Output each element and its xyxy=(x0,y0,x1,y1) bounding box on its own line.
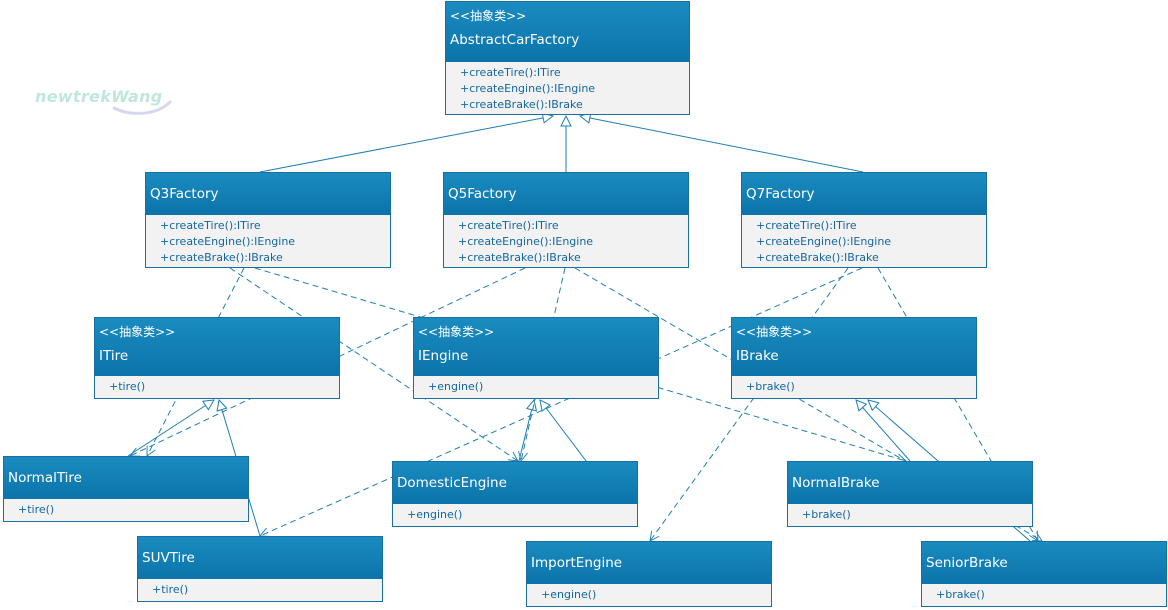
operation: +createBrake():IBrake xyxy=(756,251,879,264)
generalization-arrow-normal_tire-to-itire xyxy=(127,400,214,457)
dependency-arrow-q3_factory-to-normal_brake xyxy=(254,267,906,461)
normal-brake-class[interactable]: NormalBrake +brake() xyxy=(787,461,1033,527)
operations-compartment: +brake() xyxy=(788,504,1032,523)
stereotype-label: <<抽象类>> xyxy=(418,325,495,339)
dependency-arrow-q5_factory-to-normal_tire xyxy=(130,267,526,456)
operation: +tire() xyxy=(109,380,146,393)
operation: +brake() xyxy=(802,508,851,521)
operation: +tire() xyxy=(18,503,55,516)
watermark-swoosh-icon xyxy=(112,100,172,115)
domestic-engine-class[interactable]: DomesticEngine +engine() xyxy=(392,461,638,527)
dependency-arrow-q3_factory-to-domestic_engine xyxy=(229,267,518,461)
class-header: NormalBrake xyxy=(788,462,1032,504)
class-header: NormalTire xyxy=(4,457,248,499)
operation: +createBrake():IBrake xyxy=(160,251,283,264)
class-name: NormalBrake xyxy=(792,475,880,491)
class-header: Q5Factory xyxy=(444,173,688,215)
class-name: SeniorBrake xyxy=(926,555,1008,571)
stereotype-label: <<抽象类>> xyxy=(450,9,527,23)
class-header: SeniorBrake xyxy=(922,542,1166,584)
watermark-logo: newtrekWang xyxy=(35,87,163,106)
class-header: <<抽象类>> AbstractCarFactory xyxy=(446,2,689,62)
import-engine-class[interactable]: ImportEngine +engine() xyxy=(526,541,772,607)
operations-compartment: +brake() xyxy=(732,376,976,395)
class-header: Q7Factory xyxy=(742,173,986,215)
class-name: ITire xyxy=(99,348,129,364)
operation: +createBrake():IBrake xyxy=(460,98,583,111)
q3-factory-class[interactable]: Q3Factory +createTire():ITire +createEng… xyxy=(145,172,391,268)
operation: +tire() xyxy=(152,583,189,596)
operation: +createEngine():IEngine xyxy=(458,235,594,248)
suv-tire-class[interactable]: SUVTire +tire() xyxy=(137,536,383,602)
operation: +brake() xyxy=(746,380,795,393)
generalization-arrow-q3_factory-to-abstract_car_factory xyxy=(259,116,553,173)
class-header: <<抽象类>> ITire xyxy=(95,318,339,376)
abstract-car-factory-class[interactable]: <<抽象类>> AbstractCarFactory +createTire()… xyxy=(445,1,690,115)
class-header: DomesticEngine xyxy=(393,462,637,504)
generalization-arrow-q7_factory-to-abstract_car_factory xyxy=(580,116,864,173)
operations-compartment: +createTire():ITire +createEngine():IEng… xyxy=(742,215,986,266)
class-header: Q3Factory xyxy=(146,173,390,215)
operation: +engine() xyxy=(428,380,484,393)
class-name: Q5Factory xyxy=(448,186,517,202)
dependency-arrow-q7_factory-to-import_engine xyxy=(650,267,849,541)
class-name: IEngine xyxy=(418,348,469,364)
operations-compartment: +createTire():ITire +createEngine():IEng… xyxy=(444,215,688,266)
class-header: ImportEngine xyxy=(527,542,771,584)
operations-compartment: +createTire():ITire +createEngine():IEng… xyxy=(146,215,390,266)
operation: +createEngine():IEngine xyxy=(160,235,296,248)
iengine-class[interactable]: <<抽象类>> IEngine +engine() xyxy=(413,317,659,399)
operation: +createTire():ITire xyxy=(160,219,261,232)
class-name: Q3Factory xyxy=(150,186,219,202)
q5-factory-class[interactable]: Q5Factory +createTire():ITire +createEng… xyxy=(443,172,689,268)
operation: +createBrake():IBrake xyxy=(458,251,581,264)
operation: +createTire():ITire xyxy=(460,66,561,79)
class-name: NormalTire xyxy=(8,470,82,486)
operation: +createEngine():IEngine xyxy=(460,82,596,95)
class-name: ImportEngine xyxy=(531,555,623,571)
class-name: AbstractCarFactory xyxy=(450,32,580,48)
dependency-arrow-q5_factory-to-domestic_engine xyxy=(521,267,566,461)
class-header: SUVTire xyxy=(138,537,382,579)
generalization-arrow-domestic_engine-to-iengine xyxy=(518,400,534,462)
stereotype-label: <<抽象类>> xyxy=(736,325,813,339)
operation: +engine() xyxy=(407,508,463,521)
class-name: DomesticEngine xyxy=(397,475,507,491)
class-name: IBrake xyxy=(736,348,779,364)
stereotype-label: <<抽象类>> xyxy=(99,325,176,339)
operation: +createTire():ITire xyxy=(458,219,559,232)
operation: +createTire():ITire xyxy=(756,219,857,232)
operations-compartment: +engine() xyxy=(393,504,637,523)
class-header: <<抽象类>> IEngine xyxy=(414,318,658,376)
operations-compartment: +createTire():ITire +createEngine():IEng… xyxy=(446,62,689,113)
operations-compartment: +tire() xyxy=(95,376,339,395)
normal-tire-class[interactable]: NormalTire +tire() xyxy=(3,456,249,522)
senior-brake-class[interactable]: SeniorBrake +brake() xyxy=(921,541,1167,607)
operations-compartment: +engine() xyxy=(527,584,771,603)
class-header: <<抽象类>> IBrake xyxy=(732,318,976,376)
operation: +engine() xyxy=(541,588,597,601)
operations-compartment: +engine() xyxy=(414,376,658,395)
operation: +createEngine():IEngine xyxy=(756,235,892,248)
q7-factory-class[interactable]: Q7Factory +createTire():ITire +createEng… xyxy=(741,172,987,268)
operations-compartment: +brake() xyxy=(922,584,1166,603)
itire-class[interactable]: <<抽象类>> ITire +tire() xyxy=(94,317,340,399)
class-name: Q7Factory xyxy=(746,186,815,202)
generalization-arrow-normal_brake-to-ibrake xyxy=(856,400,911,462)
operations-compartment: +tire() xyxy=(4,499,248,518)
class-name: SUVTire xyxy=(142,550,195,566)
ibrake-class[interactable]: <<抽象类>> IBrake +brake() xyxy=(731,317,977,399)
operations-compartment: +tire() xyxy=(138,579,382,598)
operation: +brake() xyxy=(936,588,985,601)
